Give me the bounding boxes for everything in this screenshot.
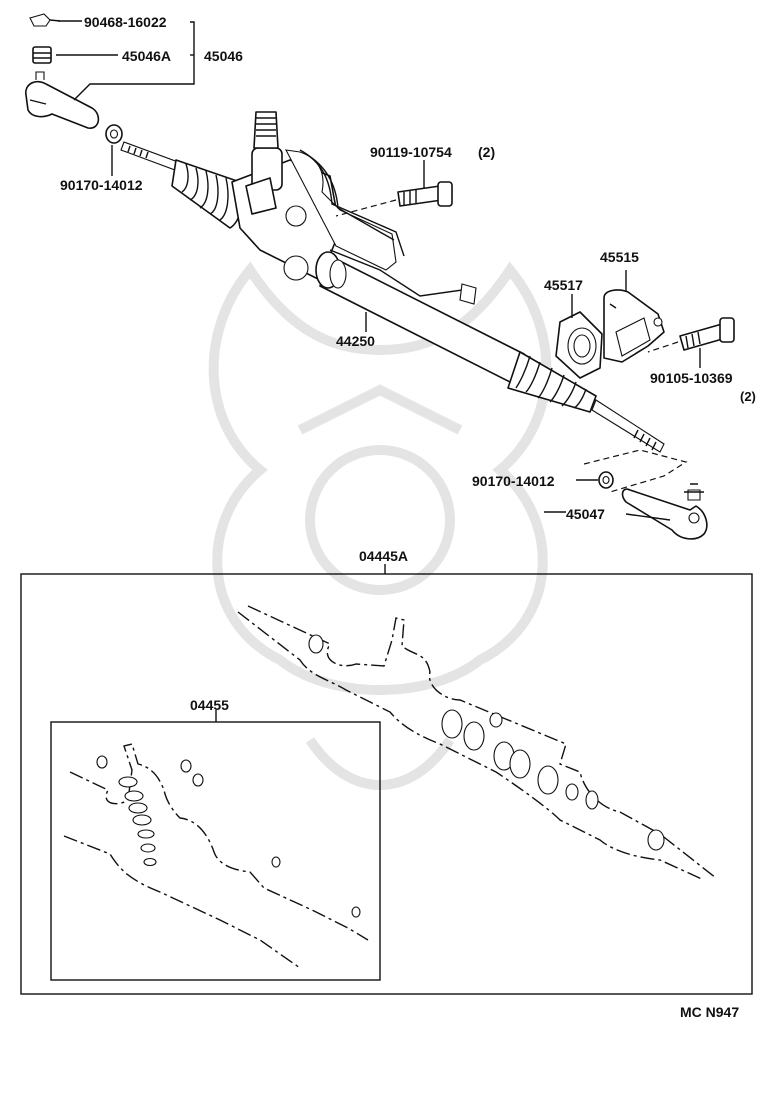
bolt-90119-10754: [397, 181, 453, 207]
tie-rod-end-45046: [25, 71, 100, 129]
label-04445A: 04445A: [359, 548, 408, 564]
label-44250: 44250: [336, 333, 375, 349]
lock-nut-90170-bottom: [598, 471, 614, 489]
gasket-kit-outline: [237, 605, 717, 881]
bracket-45515: [603, 289, 665, 363]
label-90119-qty: (2): [478, 144, 495, 160]
seal-kit-outline: [63, 743, 369, 969]
bolt-90105-10369: [679, 317, 735, 351]
label-45047: 45047: [566, 506, 605, 522]
label-90119-10754: 90119-10754: [370, 144, 452, 160]
cotter-pin-90468: [29, 13, 61, 27]
label-90105-qty: (2): [740, 389, 756, 404]
diagram-code: MC N947: [680, 1004, 739, 1020]
grommet-45517: [555, 311, 603, 379]
label-45515: 45515: [600, 249, 639, 265]
label-45046: 45046: [204, 48, 243, 64]
label-45046A: 45046A: [122, 48, 171, 64]
lock-nut-90170-top: [105, 124, 123, 144]
label-45517: 45517: [544, 277, 583, 293]
label-90170-14012-top: 90170-14012: [60, 177, 143, 193]
steering-rack-44250: [120, 111, 665, 453]
tie-rod-end-45047: [621, 483, 708, 540]
kit-box-04455: [50, 721, 381, 981]
label-90105-10369: 90105-10369: [650, 370, 733, 386]
label-90170-14012-bottom: 90170-14012: [472, 473, 555, 489]
kit-box-04445A: [20, 573, 753, 995]
label-90468-16022: 90468-16022: [84, 14, 167, 30]
castle-nut-45046A: [32, 46, 52, 64]
label-04455: 04455: [190, 697, 229, 713]
